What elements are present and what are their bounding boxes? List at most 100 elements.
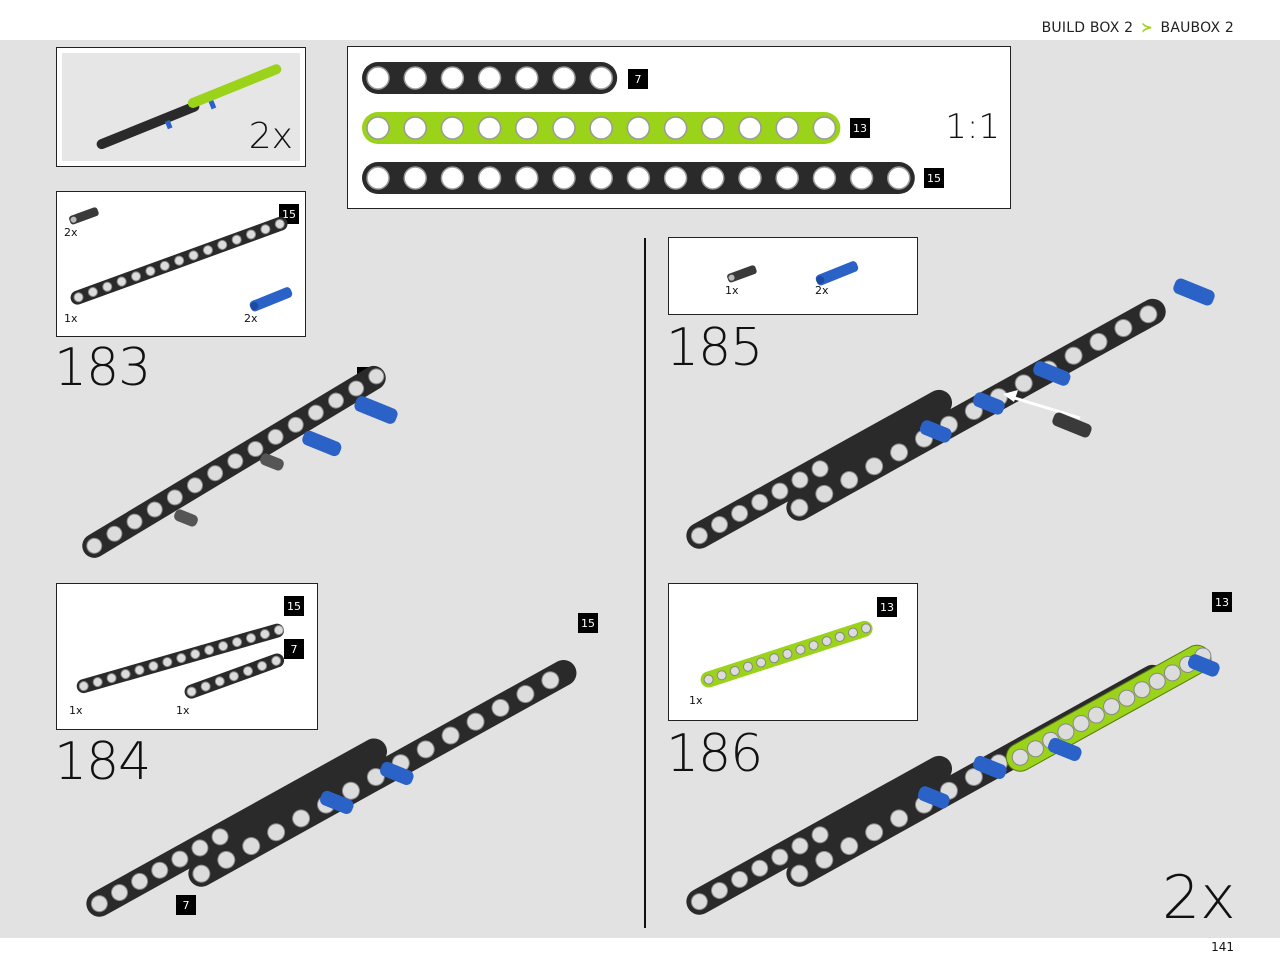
beam-hole	[341, 781, 360, 800]
beam-hole	[366, 166, 390, 190]
beam-hole	[190, 649, 201, 660]
beam-hole	[1072, 714, 1090, 732]
beam-hole	[102, 281, 113, 292]
beam-hole	[151, 861, 169, 879]
beam-hole	[403, 116, 427, 140]
beam-hole	[159, 260, 170, 271]
part-qty: 2x	[64, 226, 78, 239]
beam-hole	[126, 513, 143, 530]
callout-tag-13: 13	[1212, 592, 1232, 612]
part-qty: 1x	[725, 284, 739, 297]
subassembly-box: 2x	[56, 47, 306, 167]
beam-hole	[1114, 319, 1133, 338]
beam-hole	[260, 224, 271, 235]
subassembly-beam-icon	[96, 64, 282, 150]
ruler-tag-15: 15	[924, 168, 944, 188]
beam-hole	[791, 837, 809, 855]
part-tag-15: 15	[284, 596, 304, 616]
beam-hole	[808, 640, 819, 651]
beam-hole	[441, 726, 460, 745]
beam-hole	[131, 271, 142, 282]
beam-hole	[834, 631, 845, 642]
page-header: BUILD BOX 2 ≻ BAUBOX 2	[0, 0, 1280, 40]
chevron-icon: ≻	[1140, 20, 1153, 36]
beam-hole	[782, 648, 793, 659]
beam-hole	[245, 633, 256, 644]
build-box-label: BUILD BOX 2	[1041, 20, 1134, 36]
beam-hole	[589, 66, 613, 90]
beam-hole	[791, 471, 809, 489]
pin-grey-icon	[727, 265, 757, 283]
beam-hole	[751, 859, 769, 877]
part-tag-7: 7	[284, 639, 304, 659]
beam-hole	[148, 661, 159, 672]
beam-hole	[78, 681, 89, 692]
beam-hole	[176, 653, 187, 664]
beam-hole	[440, 66, 465, 90]
part-qty: 2x	[815, 284, 829, 297]
beam-hole	[515, 166, 539, 190]
beam-hole	[116, 276, 127, 287]
beam-hole	[188, 250, 199, 261]
beam-hole	[769, 653, 780, 664]
beam-hole	[663, 166, 688, 190]
beam-hole	[204, 645, 215, 656]
beam-hole	[145, 266, 156, 277]
beam-hole	[1057, 723, 1075, 741]
beam-hole	[731, 504, 749, 522]
beam-hole	[131, 872, 149, 890]
beam-hole	[287, 416, 304, 433]
beam-hole	[840, 471, 859, 490]
beam-hole	[756, 657, 767, 668]
beam-hole	[716, 670, 727, 681]
beam-hole	[849, 166, 874, 190]
beam-hole	[246, 229, 257, 240]
step-186-assembly	[686, 644, 1220, 915]
beam-hole	[1014, 374, 1033, 393]
beam-hole	[1064, 346, 1083, 365]
beam-hole	[267, 823, 286, 842]
beam-hole	[328, 392, 345, 409]
step-186-multiplier: 2x	[1162, 863, 1236, 933]
pin-grey-icon	[69, 207, 99, 225]
beam-hole	[162, 657, 173, 668]
step-184-assembly	[86, 659, 577, 917]
beam-hole	[861, 623, 872, 634]
part-qty: 1x	[64, 312, 78, 325]
beam-hole	[738, 116, 762, 140]
beam-hole	[106, 673, 117, 684]
beam-hole	[710, 882, 728, 900]
step-number-183: 183	[54, 338, 151, 398]
beam-hole	[775, 116, 799, 140]
beam-hole	[231, 234, 242, 245]
beam-hole	[274, 219, 285, 230]
part-qty: 1x	[176, 704, 190, 717]
beam-hole	[477, 116, 502, 140]
beam-hole	[440, 166, 465, 190]
beam-hole	[815, 484, 834, 503]
step-186-parts-box: 13 1x	[668, 583, 918, 721]
beam-hole	[812, 166, 837, 190]
beam-hole	[690, 893, 708, 911]
step-183-parts-box: 2x 15 1x 2x	[56, 191, 306, 337]
step-185-assembly	[686, 278, 1215, 549]
column-divider	[644, 238, 646, 928]
beam-hole	[232, 637, 243, 648]
beam-hole	[1133, 681, 1151, 699]
beam-hole	[217, 239, 228, 250]
beam-hole	[214, 676, 225, 687]
beam-hole	[541, 671, 560, 690]
beam-hole	[273, 625, 284, 636]
beam-hole	[552, 166, 576, 190]
beam-hole	[790, 864, 809, 883]
ruler-tag-13: 13	[850, 118, 870, 138]
beam-hole	[403, 166, 427, 190]
beam-hole	[187, 477, 204, 494]
beam-hole	[307, 404, 324, 421]
beam-hole	[207, 465, 224, 482]
beam-hole	[751, 493, 769, 511]
beam-hole	[589, 166, 613, 190]
beam-hole	[1011, 748, 1029, 766]
beam-hole	[440, 116, 465, 140]
beam-hole	[795, 644, 806, 655]
